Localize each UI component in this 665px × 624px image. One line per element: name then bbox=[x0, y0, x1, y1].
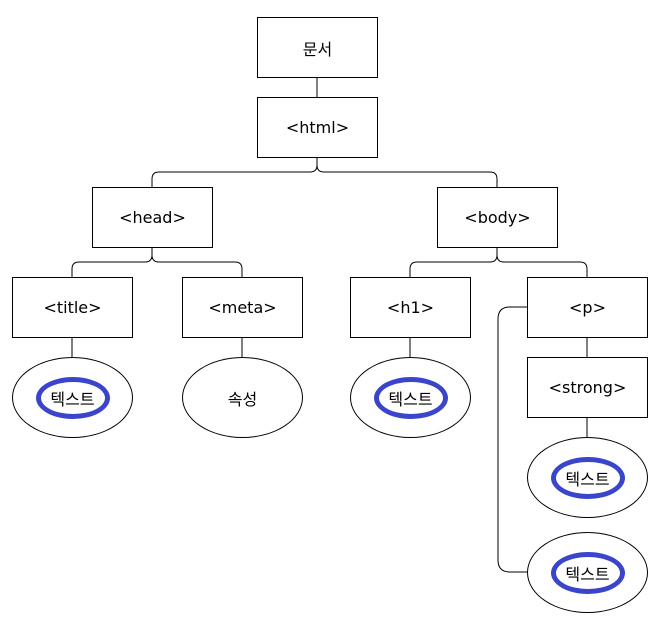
edge-html-body bbox=[316, 157, 498, 187]
leaf-label: 속성 bbox=[227, 389, 258, 409]
edge-html-head bbox=[151, 157, 318, 187]
node-p: <p> bbox=[527, 277, 648, 338]
leaf-label: 텍스트 bbox=[565, 469, 610, 489]
edge-p-text bbox=[497, 306, 527, 573]
highlight-ring: 텍스트 bbox=[35, 376, 110, 419]
leaf-meta-attr: 속성 bbox=[182, 357, 303, 438]
node-meta: <meta> bbox=[182, 277, 303, 338]
leaf-strong-text: 텍스트 bbox=[527, 437, 648, 518]
edge-head-meta bbox=[151, 247, 243, 277]
leaf-h1-text: 텍스트 bbox=[350, 357, 471, 438]
leaf-label: 텍스트 bbox=[50, 389, 95, 409]
highlight-ring: 텍스트 bbox=[373, 376, 448, 419]
edge-body-p bbox=[496, 247, 588, 277]
node-body: <body> bbox=[437, 187, 558, 248]
node-h1: <h1> bbox=[350, 277, 471, 338]
leaf-title-text: 텍스트 bbox=[12, 357, 133, 438]
node-head: <head> bbox=[92, 187, 213, 248]
leaf-label: 텍스트 bbox=[565, 564, 610, 584]
node-html: <html> bbox=[257, 97, 378, 158]
node-title: <title> bbox=[12, 277, 133, 338]
highlight-ring: 텍스트 bbox=[550, 551, 625, 594]
edge-head-title bbox=[71, 247, 153, 277]
leaf-p-text: 텍스트 bbox=[527, 532, 648, 613]
node-document: 문서 bbox=[257, 17, 378, 78]
highlight-ring: 텍스트 bbox=[550, 456, 625, 499]
leaf-label: 텍스트 bbox=[388, 389, 433, 409]
edge-body-h1 bbox=[409, 247, 498, 277]
node-strong: <strong> bbox=[527, 357, 648, 418]
